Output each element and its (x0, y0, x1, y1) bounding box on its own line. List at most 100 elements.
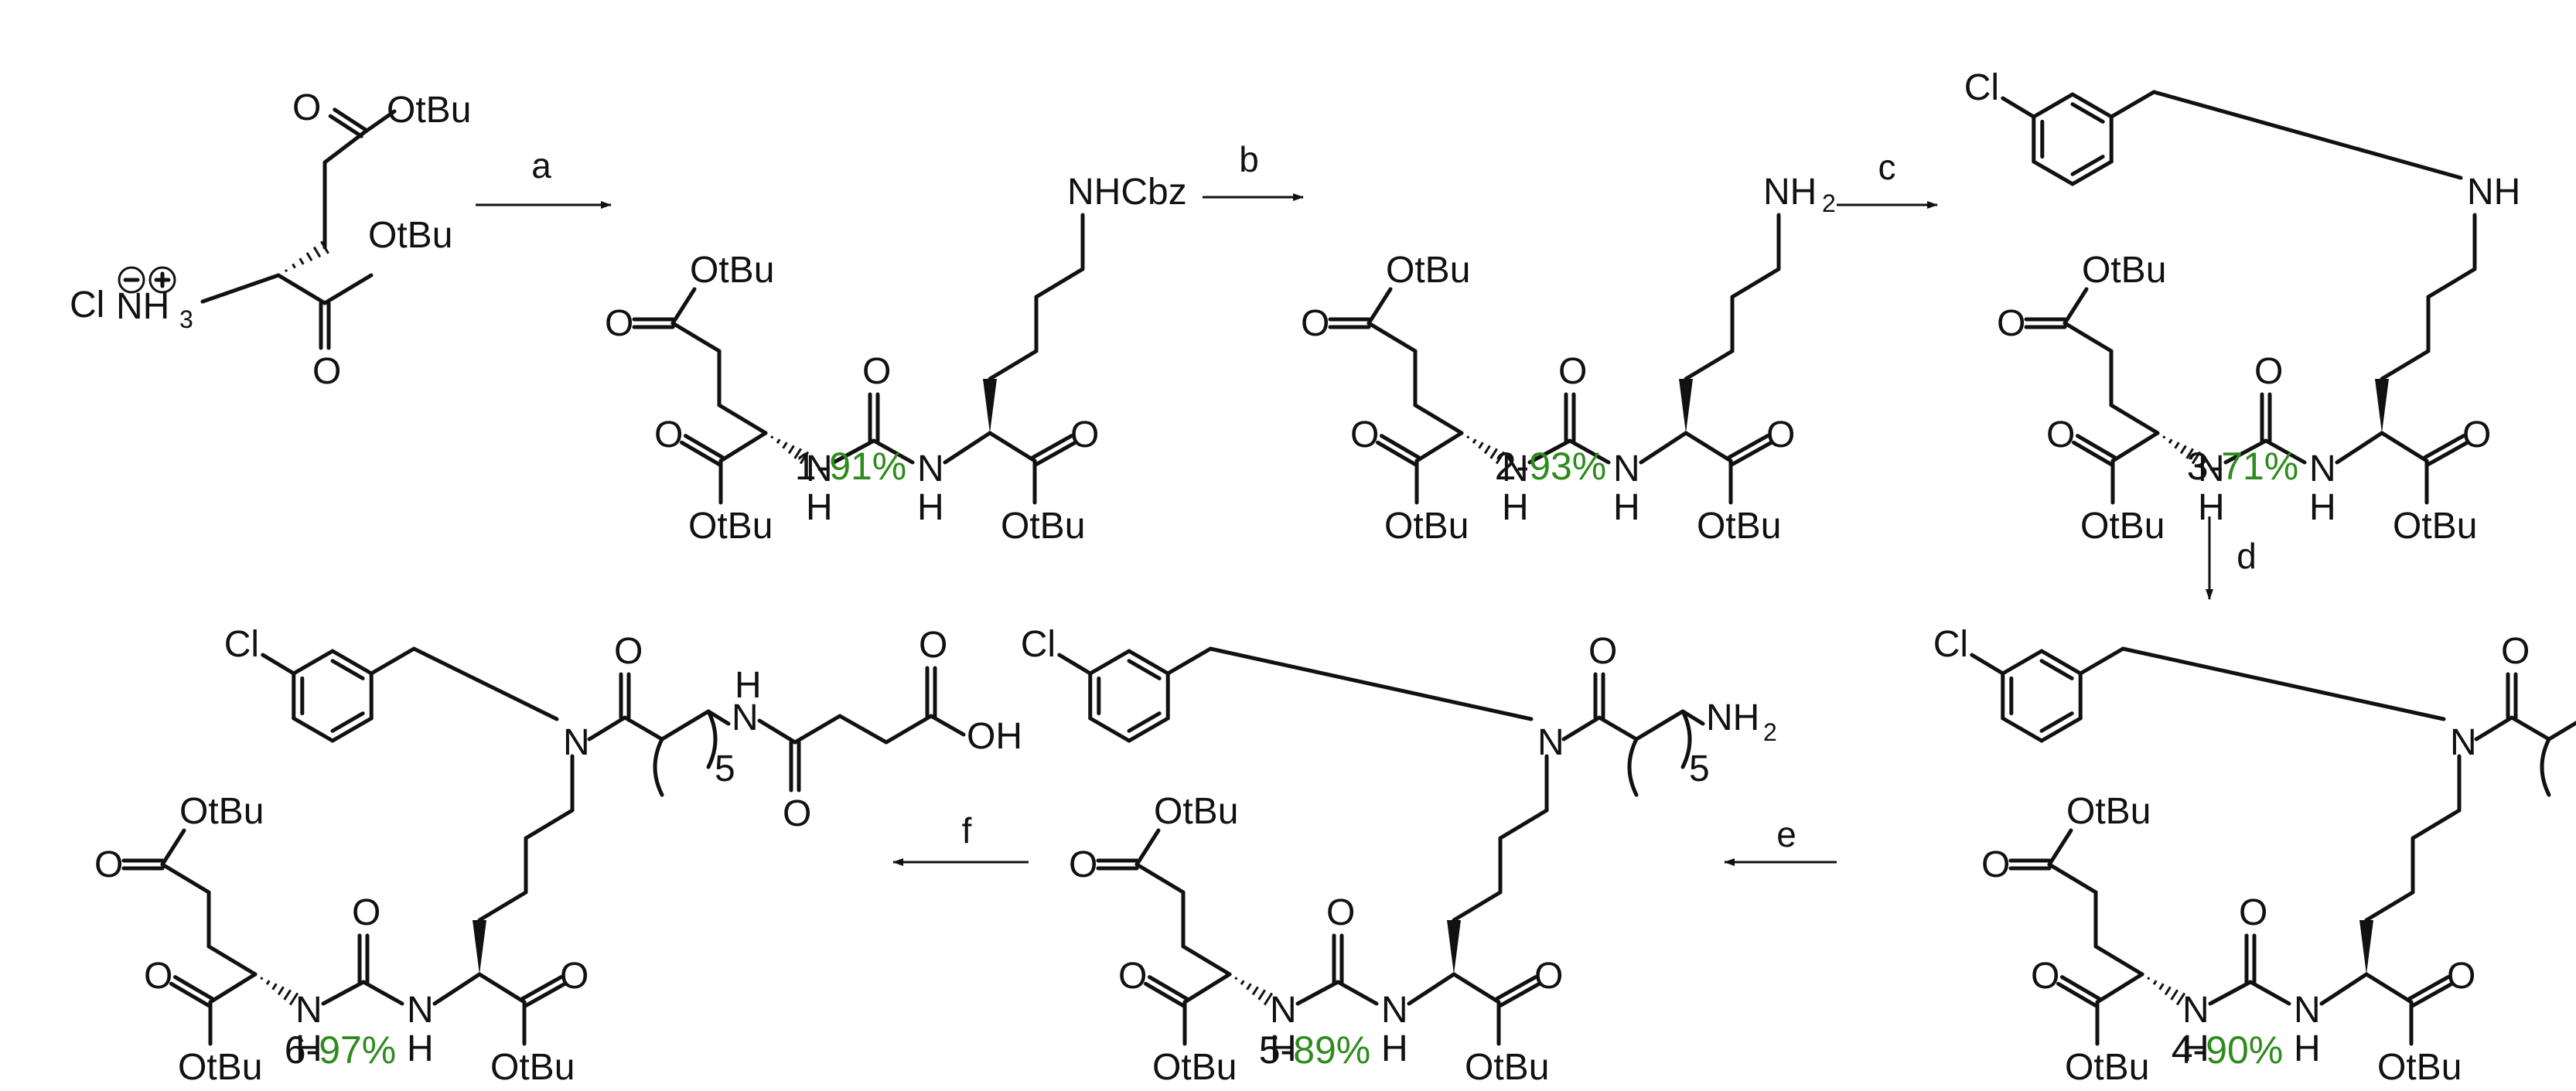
acid-oh: OH (967, 716, 1022, 757)
hashed-bond (299, 257, 305, 265)
chain-bond (838, 714, 889, 745)
c-cl-bond (1057, 653, 1093, 676)
bond (1407, 972, 1456, 1006)
chain-bond (793, 714, 842, 745)
amide-n: N (917, 448, 944, 489)
hashed-bond (2174, 442, 2180, 449)
carbonyl-oxygen: O (1534, 956, 1563, 997)
ring-inner-bond (2070, 102, 2105, 124)
carbonyl-oxygen: O (2462, 414, 2491, 455)
carbonyl (2060, 975, 2102, 1001)
hashed-bond (283, 989, 292, 1001)
compound-caption: 1-91% (795, 445, 907, 488)
bond (587, 715, 627, 742)
hashed-bond (2164, 986, 2172, 996)
ring-bond (2001, 649, 2044, 676)
bond (160, 828, 186, 867)
chain-bond (1452, 890, 1503, 922)
ester-otbu: OtBu (1154, 791, 1238, 832)
benzyl-ch2 (2078, 646, 2125, 676)
chain-bond (2547, 721, 2576, 742)
ester-otbu: OtBu (2082, 250, 2166, 291)
reagent-label: d (2237, 536, 2257, 576)
wedge-bond (983, 379, 997, 433)
hashed-bond (1234, 977, 1238, 980)
amide-h: H (1381, 1028, 1408, 1069)
ring-bond (330, 649, 374, 676)
hashed-bond (2170, 989, 2179, 1001)
compound-yield: 93% (1529, 445, 1606, 488)
bond (2063, 287, 2089, 326)
carbonyl (679, 440, 721, 466)
chain-bond (757, 718, 797, 745)
compound-caption: 3-71% (2187, 445, 2299, 488)
benzyl-ch2 (1208, 646, 1534, 721)
bond (2474, 715, 2514, 742)
hashed-bond (284, 268, 288, 273)
hashed-bond (271, 983, 278, 990)
hashed-bond (1257, 989, 1266, 1001)
wedge-bond (1447, 920, 1461, 974)
reagent-label: a (531, 145, 551, 186)
ring-bond (1127, 649, 1170, 676)
chain-bond (706, 709, 731, 726)
bond (670, 321, 722, 353)
bond (1181, 944, 1232, 977)
bond (872, 438, 915, 465)
carbonyl-oxygen: O (1981, 844, 2010, 885)
carbonyl (2426, 440, 2469, 466)
ester-otbu: OtBu (2080, 506, 2165, 547)
compound-number: 4- (2172, 1028, 2206, 1072)
ring-bond (330, 716, 374, 743)
amide-n: N (1502, 448, 1529, 489)
ester-otbu: OtBu (179, 791, 264, 832)
ring-bond (2032, 92, 2075, 119)
bond (1295, 980, 1340, 1006)
carbonyl (2071, 440, 2113, 466)
carbonyl-oxygen: O (1997, 303, 2025, 344)
bond (1452, 972, 1501, 1004)
bond (2208, 980, 2253, 1006)
bond (623, 715, 664, 742)
hashed-bond (1263, 992, 1274, 1006)
amide-oxygen: O (2501, 631, 2530, 672)
carbonyl (1143, 981, 1185, 1007)
bond (2110, 431, 2160, 463)
amine-nh: NH (1706, 697, 1759, 738)
chain-bond (2411, 808, 2462, 840)
amide-h: H (2309, 487, 2336, 528)
bond (1413, 403, 1464, 435)
repeat-count: 5 (1689, 748, 1710, 789)
carbonyl (1498, 981, 1541, 1007)
bond (2335, 431, 2384, 465)
amide-h: H (2182, 1028, 2209, 1069)
bond (988, 431, 1037, 463)
amide-n: N (2198, 448, 2225, 489)
carbonyl (2411, 981, 2454, 1007)
chain-bond (1634, 709, 1685, 742)
bond (1568, 438, 1611, 465)
bond (361, 109, 397, 135)
compound-number: 1- (795, 445, 829, 488)
carbonyl-oxygen: O (1069, 844, 1097, 885)
carbonyl (2407, 975, 2451, 1001)
ester-otbu: OtBu (688, 506, 773, 547)
carbonyl (328, 114, 363, 138)
ring-bond (292, 649, 335, 676)
compound-number: 5- (1259, 1028, 1293, 1072)
bond (2509, 715, 2551, 742)
hashed-bond (2179, 445, 2187, 455)
carbonyl-oxygen: O (312, 351, 341, 392)
compound-number: 2- (1495, 445, 1529, 488)
amide-n: N (407, 990, 434, 1031)
compound-yield: 91% (829, 445, 906, 488)
ring-bond (2070, 159, 2114, 186)
urea-oxygen: O (1558, 351, 1587, 392)
bond (670, 287, 697, 326)
bond (1527, 438, 1572, 465)
ester-otbu: OtBu (1697, 506, 1781, 547)
secondary-amine: NH (2467, 172, 2520, 213)
c-cl-bond (1970, 653, 2005, 676)
carbonyl (1148, 975, 1189, 1001)
